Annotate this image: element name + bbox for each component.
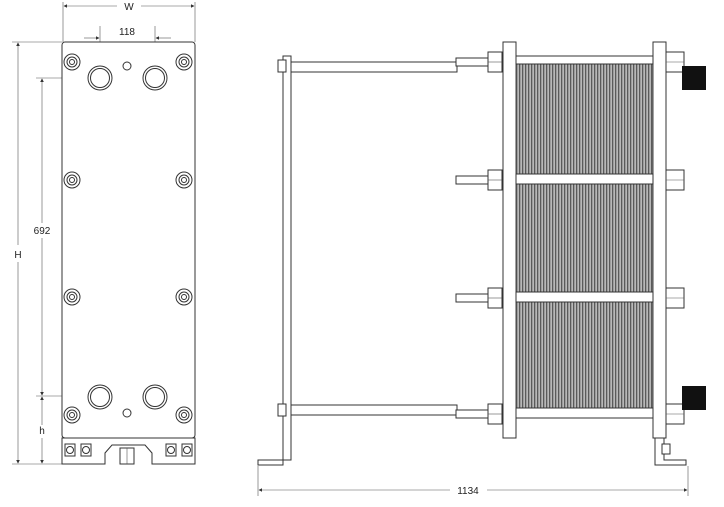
bottom-label: h [39, 426, 45, 437]
length-dimension: 1134 [257, 466, 689, 497]
height-label: H [14, 250, 21, 261]
front-view: W 118 H 692 h [12, 2, 196, 465]
height-dimension: H [12, 41, 62, 465]
width-label: W [124, 2, 134, 13]
tie-bolts [63, 53, 193, 424]
bottom-dimension: h [39, 396, 45, 464]
frame-foot [61, 437, 196, 465]
port-vertical-label: 692 [34, 226, 51, 237]
upper-carrying-bar [290, 61, 458, 73]
foot-bolts [64, 443, 193, 457]
pressure-plate [652, 41, 667, 439]
nuts-left [487, 51, 503, 425]
width-dimension: W [62, 2, 196, 42]
nuts-right [665, 51, 685, 425]
side-view: 1134 [257, 41, 706, 497]
ports [87, 65, 168, 410]
plate-pack [515, 55, 654, 419]
length-label: 1134 [457, 486, 479, 497]
guide-hole-top [122, 61, 132, 71]
end-support [257, 55, 292, 466]
connector-top [682, 66, 706, 90]
lower-guide-bar [290, 404, 458, 416]
connector-bottom [682, 386, 706, 410]
fixed-frame [502, 41, 517, 439]
guide-hole-bottom [122, 408, 132, 418]
port-spacing-label: 118 [119, 27, 135, 38]
frame-plate [61, 41, 196, 439]
